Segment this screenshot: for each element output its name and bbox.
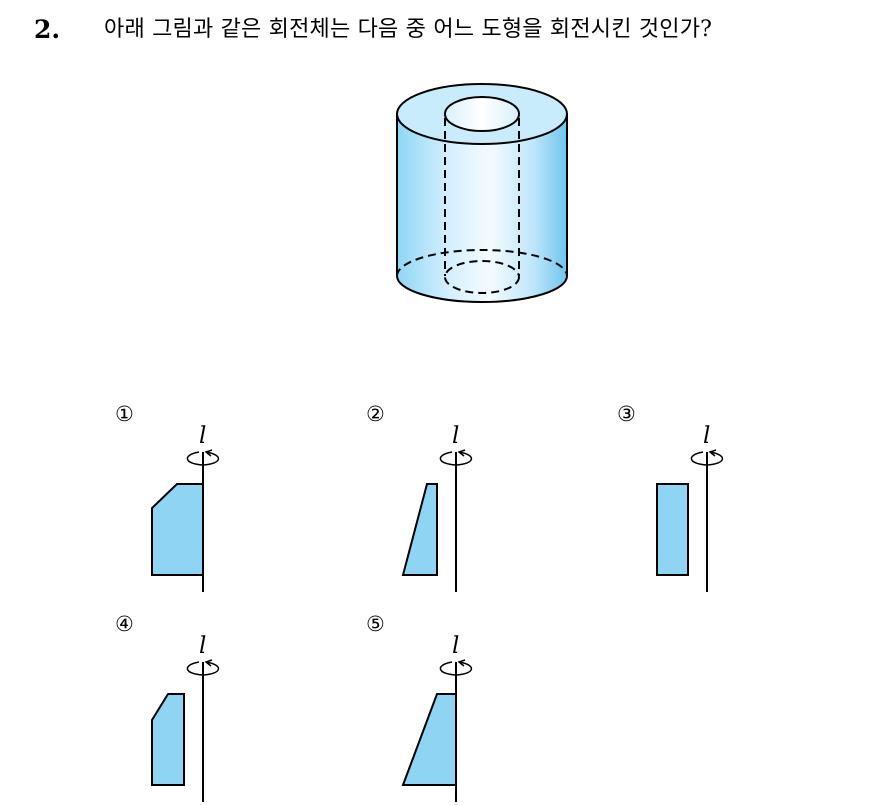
choice-2-shape [401,483,438,576]
outer-bottom-hidden-arc [396,249,568,277]
choice-5-figure [401,659,473,802]
question-number: 2. [34,15,61,44]
question-text: 아래 그림과 같은 회전체는 다음 중 어느 도형을 회전시킨 것인가? [104,17,713,42]
choice-3-label[interactable]: ③ [617,402,636,426]
cylinder-hole [444,96,520,132]
choice-4-rotation-arrow-icon [186,661,220,676]
choice-1-rotation-arrow-icon [186,451,220,466]
choice-1-figure [151,449,220,592]
choice-3-axis-label: l [703,423,711,449]
choice-5-label[interactable]: ⑤ [366,612,385,636]
choice-5-shape [401,693,457,786]
cylinder-body [396,113,568,303]
choice-4-shape [151,693,185,786]
choice-3-figure [656,449,724,592]
choice-2-figure [401,449,473,592]
choice-4-axis-label: l [199,633,207,659]
hollow-cylinder [396,83,568,303]
choice-1-shape [151,483,204,576]
choice-4-label[interactable]: ④ [115,612,134,636]
choice-2-rotation-arrow-icon [439,451,473,466]
choice-4-figure [151,659,220,802]
choice-5-rotation-arrow-icon [439,661,473,676]
choice-1-label[interactable]: ① [115,402,134,426]
choice-3-shape [656,483,689,576]
choice-1-axis-label: l [199,423,207,449]
inner-bottom-hidden-ellipse [444,260,520,294]
choice-2-label[interactable]: ② [366,402,385,426]
choice-5-axis-label: l [452,633,460,659]
choice-2-axis-label: l [452,423,460,449]
choice-3-rotation-arrow-icon [690,451,724,466]
